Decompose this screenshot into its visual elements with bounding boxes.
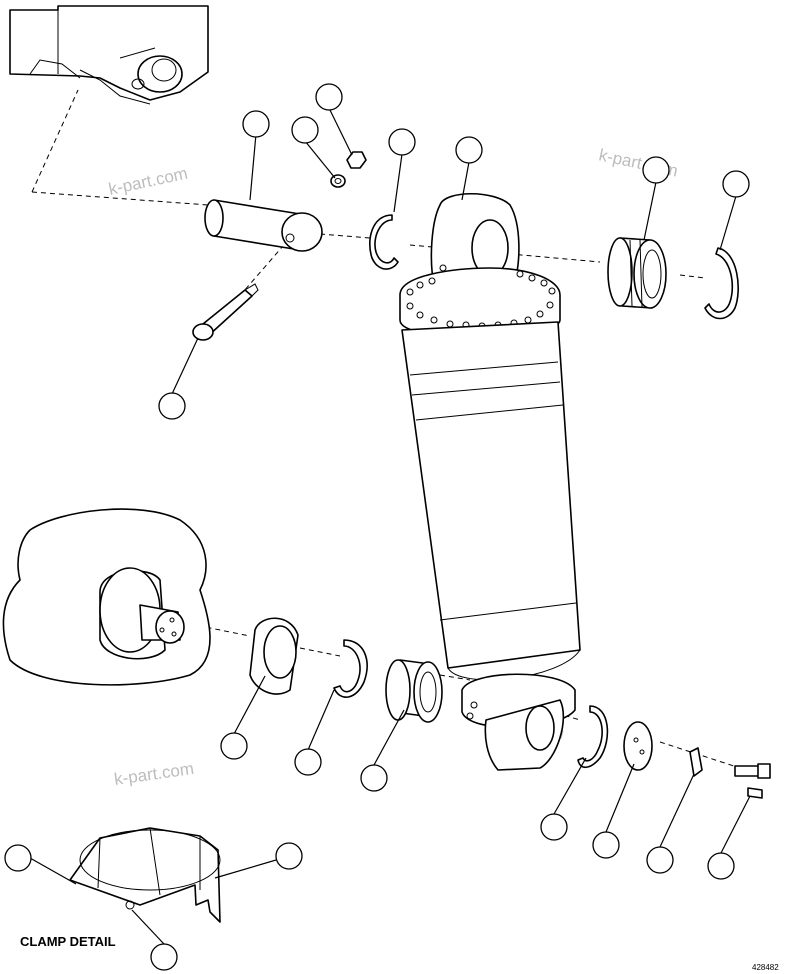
clamp-detail [69, 827, 221, 923]
callout-marker [294, 748, 322, 776]
snap-ring-upper-right [704, 247, 739, 320]
callout-marker [158, 392, 186, 420]
snap-ring-upper-left [369, 214, 399, 270]
leader-lines [29, 107, 751, 945]
watermark-1: k-part.com [107, 164, 189, 199]
lower-bearing [385, 659, 443, 723]
callout-marker [707, 852, 735, 880]
callout-marker [4, 844, 32, 872]
end-cap [623, 721, 653, 771]
callout-marker [722, 170, 750, 198]
callout-marker [455, 136, 483, 164]
hydraulic-cylinder [399, 192, 581, 771]
frame-bracket [9, 5, 209, 105]
lower-spacer [249, 617, 299, 695]
callout-marker [592, 831, 620, 859]
axis-line-lower [179, 621, 741, 769]
axis-line-bracket [31, 89, 79, 193]
callout-marker [220, 732, 248, 760]
watermark-3: k-part.com [113, 759, 195, 789]
axis-line-upper [31, 191, 706, 279]
clamp-detail-label: CLAMP DETAIL [20, 934, 116, 949]
pin-bolt [192, 283, 259, 341]
pivot-pin [204, 199, 323, 252]
callout-marker [150, 943, 178, 971]
callout-marker [646, 846, 674, 874]
hex-nut [346, 151, 367, 169]
upper-bearing [607, 237, 667, 309]
snap-ring-lower-left [333, 639, 368, 698]
callout-marker [315, 83, 343, 111]
lock-washer [330, 174, 346, 188]
callout-marker [275, 842, 303, 870]
snap-ring-lower-right [577, 705, 609, 769]
mounting-boss [2, 508, 211, 686]
callout-markers [4, 83, 750, 971]
callout-marker [642, 156, 670, 184]
callout-marker [388, 128, 416, 156]
figure-number: 428482 [752, 963, 779, 972]
callout-marker [540, 813, 568, 841]
callout-marker [242, 110, 270, 138]
callout-marker [291, 116, 319, 144]
callout-marker [360, 764, 388, 792]
capscrews [734, 763, 771, 799]
lock-tab [689, 747, 703, 777]
